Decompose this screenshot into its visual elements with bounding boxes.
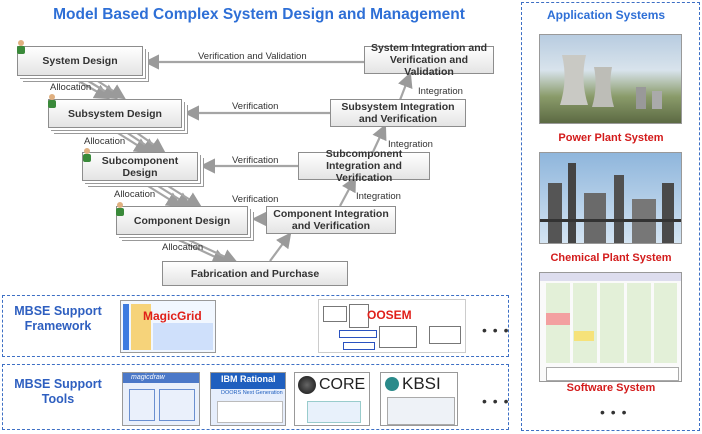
system-design-box: System Design: [17, 46, 143, 76]
verification-label: Verification: [232, 194, 279, 205]
software-system-caption: Software System: [566, 382, 656, 394]
allocation-label: Allocation: [114, 189, 156, 200]
chemical-plant-caption: Chemical Plant System: [550, 252, 672, 264]
component-integration-box: Component Integration and Verification: [266, 206, 396, 234]
ibm-rational-label: IBM Rational: [221, 374, 276, 384]
fabrication-box: Fabrication and Purchase: [162, 261, 348, 286]
subsystem-integration-box: Subsystem Integration and Verification: [330, 99, 466, 127]
allocation-label: Allocation: [84, 136, 126, 147]
core-thumbnail: CORE: [294, 372, 370, 426]
application-panel: [521, 2, 700, 431]
integration-arrow-2: [371, 124, 387, 155]
verification-label: Verification: [232, 101, 279, 112]
component-design-box: Component Design: [116, 206, 248, 235]
magicgrid-label: MagicGrid: [143, 309, 202, 323]
integration-label: Integration: [356, 191, 401, 202]
engineer-icon: [116, 202, 124, 216]
doors-label: DOORS Next Generation: [221, 390, 283, 396]
magicgrid-thumbnail: MagicGrid: [120, 300, 216, 353]
kbsi-label: KBSI: [402, 374, 441, 393]
software-system-image: [539, 272, 682, 382]
application-title: Application Systems: [547, 8, 666, 22]
integration-arrow-3: [339, 176, 357, 207]
subcomponent-integration-box: Subcomponent Integration and Verificatio…: [298, 148, 430, 184]
magicdraw-label: magicdraw: [131, 374, 165, 381]
power-plant-image: [539, 34, 682, 124]
verification-label: Verification: [232, 155, 279, 166]
integration-label: Integration: [418, 86, 463, 97]
engineer-icon: [83, 148, 91, 162]
core-label: CORE: [319, 376, 366, 393]
tools-label: MBSE Support Tools: [14, 377, 102, 406]
power-plant-caption: Power Plant System: [558, 132, 664, 144]
system-integration-box: System Integration and Verification and …: [364, 42, 494, 78]
tools-panel: [2, 364, 509, 430]
integration-label: Integration: [388, 139, 433, 150]
tools-more: • • •: [482, 393, 510, 409]
engineer-icon: [17, 40, 25, 54]
oosem-thumbnail: OOSEM: [318, 299, 466, 353]
diagram-title: Model Based Complex System Design and Ma…: [53, 6, 465, 23]
framework-more: • • •: [482, 322, 510, 338]
subsystem-design-box: Subsystem Design: [48, 99, 182, 128]
oosem-label: OOSEM: [367, 308, 412, 322]
framework-panel: [2, 295, 509, 357]
engineer-icon: [48, 94, 56, 108]
integration-arrow-1: [398, 71, 413, 101]
verification-validation-label: Verification and Validation: [198, 51, 307, 62]
chemical-plant-image: [539, 152, 682, 244]
framework-label: MBSE Support Framework: [14, 304, 102, 333]
subcomponent-design-box: Subcomponent Design: [82, 152, 198, 181]
applications-more: • • •: [600, 404, 628, 420]
ibm-rational-thumbnail: IBM Rational DOORS Next Generation: [210, 372, 286, 426]
allocation-label: Allocation: [162, 242, 204, 253]
kbsi-thumbnail: KBSI: [380, 372, 458, 426]
magicdraw-thumbnail: magicdraw: [122, 372, 200, 426]
allocation-label: Allocation: [50, 82, 92, 93]
